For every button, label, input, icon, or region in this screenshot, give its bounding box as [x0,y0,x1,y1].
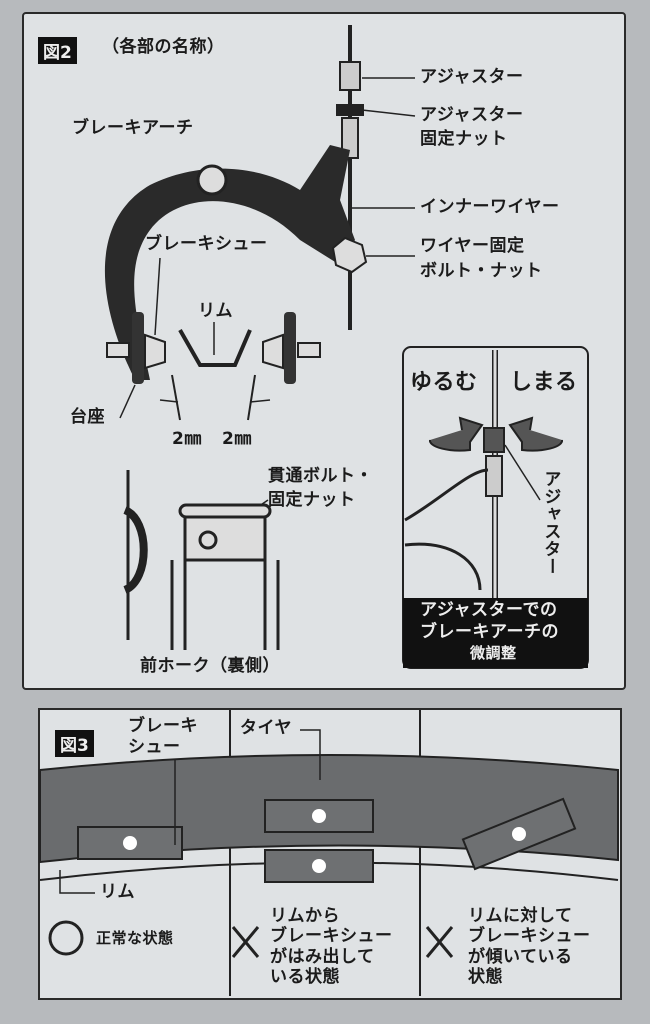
label-rim-fig3: リム [100,882,135,902]
label-front-fork: 前ホーク（裏側） [140,656,280,676]
ok-circle-icon [48,920,84,956]
label-base: 台座 [70,407,105,427]
label-brake-shoe-2: シュー [128,737,181,757]
state-line: 状態 [468,967,503,988]
ng-cross-icon [231,926,260,958]
tighten-arrow-icon [508,416,564,452]
label-brake-arch: ブレーキアーチ [72,118,194,138]
left-brake-shoe [132,312,144,384]
state-line: いる状態 [270,967,340,988]
state-line: ブレーキシュー [468,926,591,947]
inset-caption-bg [403,598,588,668]
inset-caption-3: 微調整 [470,644,517,662]
shoe-normal [77,826,183,860]
label-wire-fix-1: ワイヤー固定 [420,236,525,256]
label-wire-fix-2: ボルト・ナット [420,261,543,281]
state-line: がはみ出して [270,946,375,967]
inset-caption-1: アジャスターでの [420,600,558,620]
rim [178,329,252,367]
label-rim: リム [198,301,233,321]
ng-cross-icon [425,926,454,958]
inset-caption-2: ブレーキアーチの [420,622,559,642]
state-line: リムから [270,906,340,926]
figure-2-badge: 図2 [38,37,77,64]
state-line: リムに対して [468,906,573,926]
label-adjuster-lock-nut-2: 固定ナット [420,129,508,149]
label-brake-shoe: ブレーキシュー [145,234,268,254]
label-adjuster-lock-nut-1: アジャスター [420,105,524,125]
label-brake-shoe-1: ブレーキ [128,716,198,736]
adjuster [339,61,361,91]
label-tire: タイヤ [240,718,292,738]
figure-3-badge: 図3 [55,730,94,757]
state-line: が傾いている [468,946,573,967]
label-adjuster: アジャスター [420,67,524,87]
front-fork [170,503,280,650]
adjuster-thread [341,117,359,159]
through-bolt [198,530,218,550]
label-gap-right: 2㎜ [222,429,252,449]
label-inner-wire: インナーワイヤー [420,197,560,217]
figure-2-title: （各部の名称） [102,37,225,57]
label-tighten: しまる [510,370,578,395]
label-loosen: ゆるむ [410,370,478,395]
center-bolt [196,164,228,196]
label-inset-adjuster: アジャスター [540,470,561,575]
label-gap-left: 2㎜ [172,429,202,449]
label-through-bolt-2: 固定ナット [268,490,356,510]
adjuster-lock-nut [336,104,364,116]
loosen-arrow-icon [428,416,484,452]
wire-fix-bolt [331,236,368,274]
label-through-bolt-1: 貫通ボルト・ [268,466,373,486]
state-tilted: リムに対して ブレーキシュー が傾いている 状態 [468,906,591,988]
brake-arch [104,145,355,380]
state-normal: 正常な状態 [96,929,174,947]
state-line: ブレーキシュー [270,926,393,947]
right-brake-shoe [284,312,296,384]
state-protruding: リムから ブレーキシュー がはみ出して いる状態 [270,906,393,988]
